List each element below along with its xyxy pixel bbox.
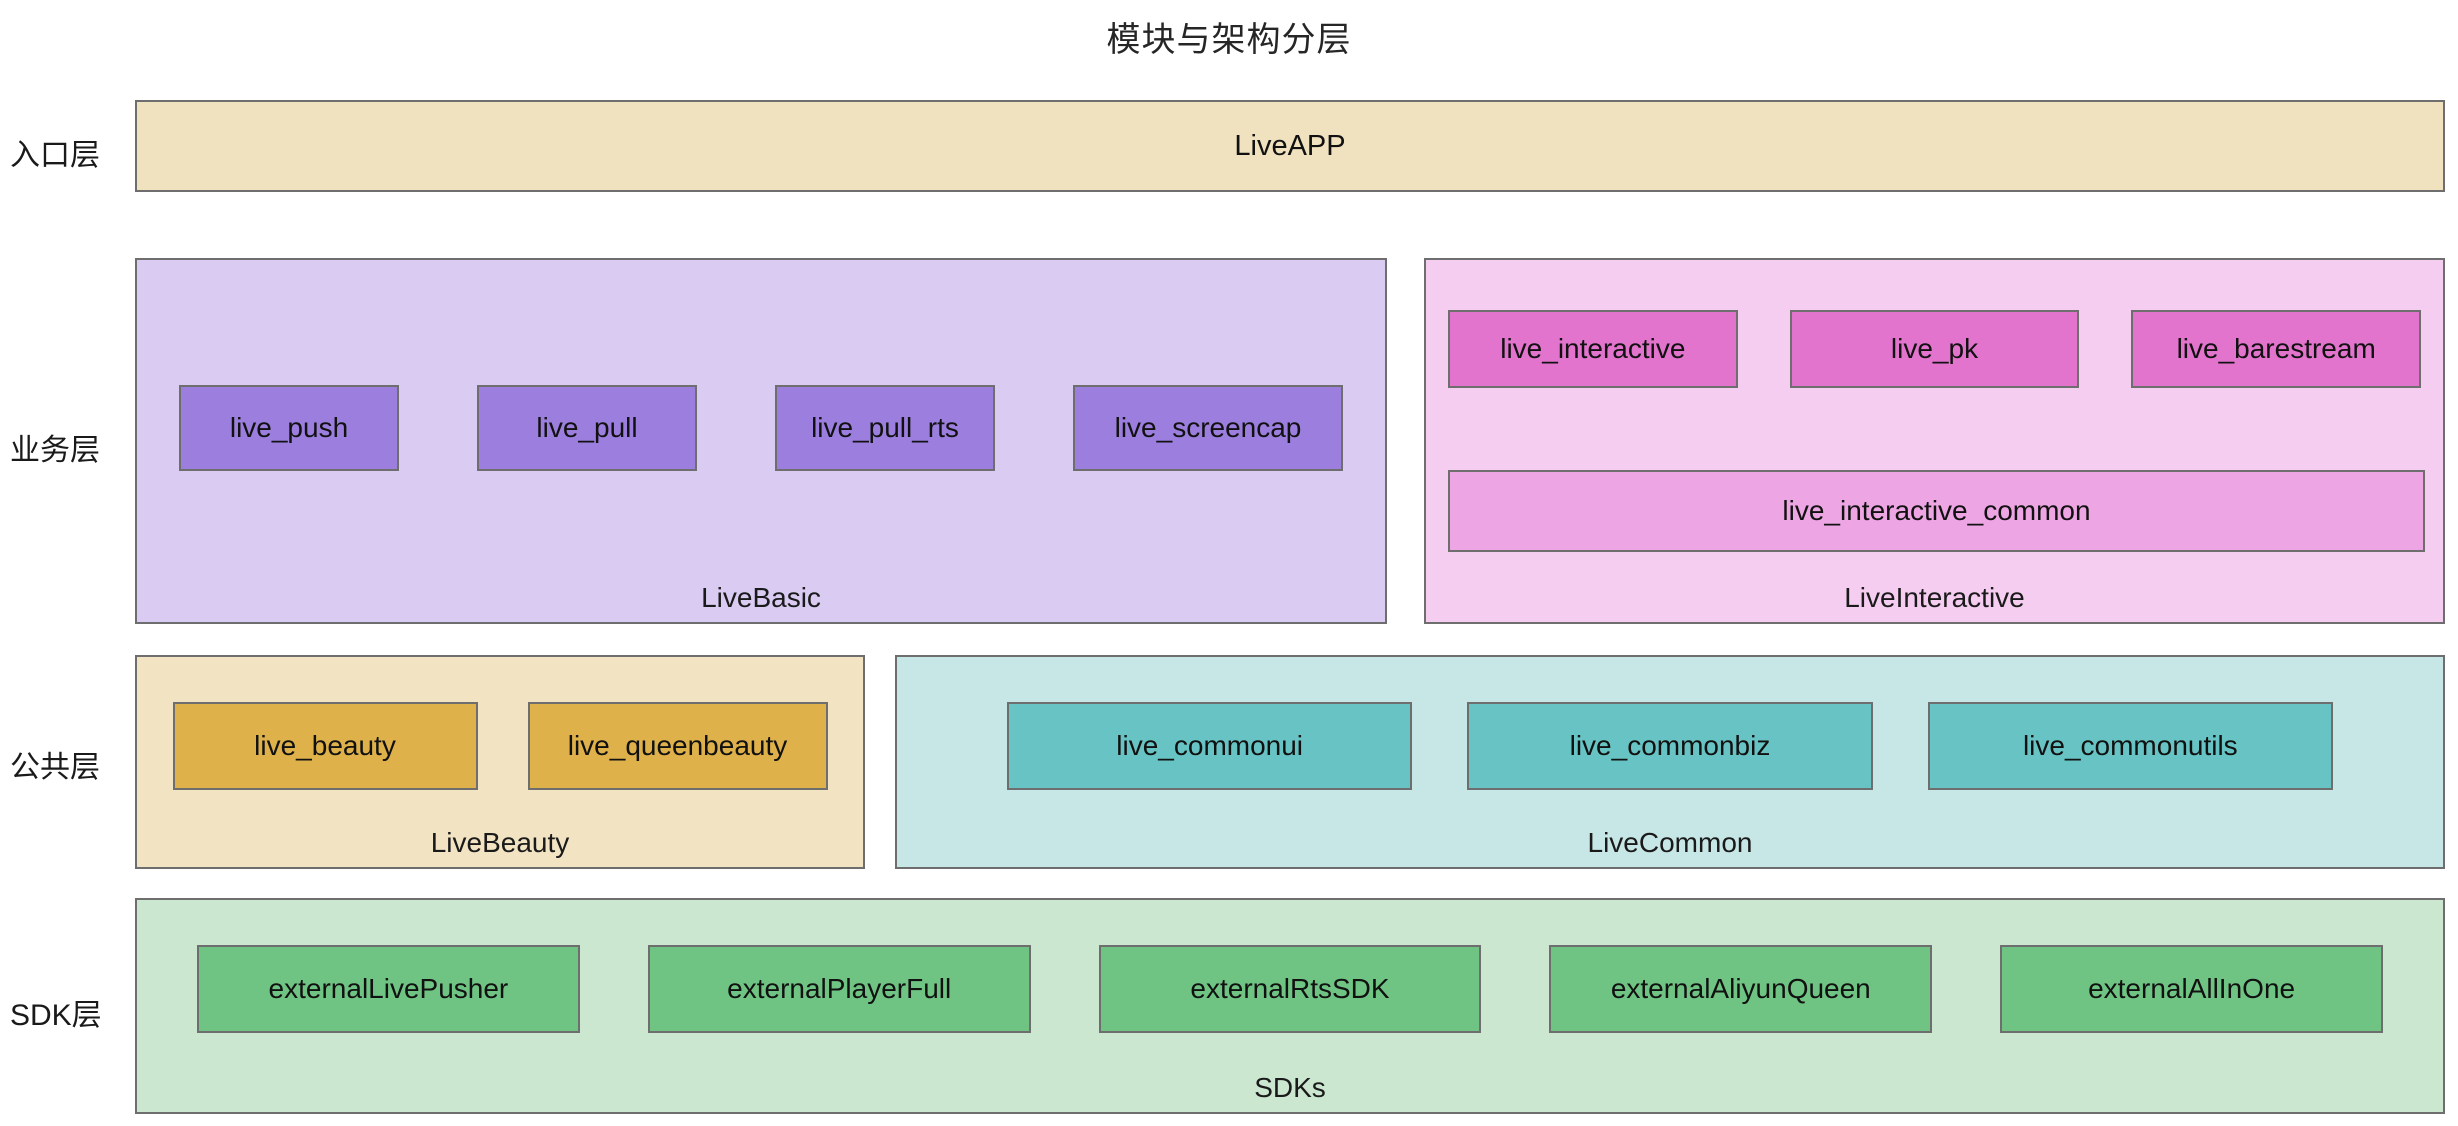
module-external-live-pusher[interactable]: externalLivePusher [197, 945, 580, 1033]
group-liveinteractive-caption: LiveInteractive [1844, 582, 2025, 613]
page-title: 模块与架构分层 [1106, 21, 1352, 59]
module-live-pull[interactable]: live_pull [477, 385, 697, 471]
group-livebasic[interactable]: live_push live_pull live_pull_rts live_s… [135, 258, 1387, 624]
module-live-barestream[interactable]: live_barestream [2131, 310, 2422, 388]
group-liveinteractive[interactable]: live_interactive live_pk live_barestream… [1424, 258, 2445, 624]
module-live-queenbeauty[interactable]: live_queenbeauty [527, 702, 828, 790]
module-live-commonui[interactable]: live_commonui [1007, 702, 1413, 790]
group-livebeauty-caption: LiveBeauty [430, 827, 570, 858]
module-live-push[interactable]: live_push [179, 385, 399, 471]
module-live-pull-rts[interactable]: live_pull_rts [775, 385, 995, 471]
module-live-commonutils[interactable]: live_commonutils [1927, 702, 2333, 790]
module-live-interactive-common[interactable]: live_interactive_common [1448, 470, 2425, 552]
livebasic-module-list: live_push live_pull live_pull_rts live_s… [137, 385, 1385, 471]
module-external-all-in-one[interactable]: externalAllInOne [2000, 945, 2383, 1033]
layer-label-business: 业务层 [10, 434, 100, 467]
livebeauty-module-list: live_beauty live_queenbeauty [137, 702, 863, 790]
layer-label-entry: 入口层 [10, 139, 100, 172]
module-live-beauty[interactable]: live_beauty [172, 702, 478, 790]
group-liveapp[interactable]: LiveAPP [135, 100, 2445, 192]
layer-label-public: 公共层 [10, 751, 100, 784]
group-livebeauty[interactable]: live_beauty live_queenbeauty LiveBeauty [135, 655, 865, 869]
module-live-screencap[interactable]: live_screencap [1073, 385, 1343, 471]
group-livebasic-caption: LiveBasic [701, 582, 821, 613]
layer-label-sdk: SDK层 [10, 999, 102, 1032]
module-external-aliyun-queen[interactable]: externalAliyunQueen [1549, 945, 1933, 1033]
group-sdks-caption: SDKs [1254, 1072, 1326, 1103]
module-external-rts-sdk[interactable]: externalRtsSDK [1098, 945, 1482, 1033]
group-sdks[interactable]: externalLivePusher externalPlayerFull ex… [135, 898, 2445, 1114]
module-external-player-full[interactable]: externalPlayerFull [647, 945, 1031, 1033]
module-live-pk[interactable]: live_pk [1789, 310, 2080, 388]
liveinteractive-module-list: live_interactive live_pk live_barestream [1426, 310, 2443, 388]
module-live-commonbiz[interactable]: live_commonbiz [1467, 702, 1873, 790]
module-live-interactive[interactable]: live_interactive [1448, 310, 1738, 388]
sdks-module-list: externalLivePusher externalPlayerFull ex… [137, 945, 2443, 1033]
group-livecommon[interactable]: live_commonui live_commonbiz live_common… [895, 655, 2445, 869]
group-liveapp-label: LiveAPP [1234, 129, 1346, 162]
group-livecommon-caption: LiveCommon [1587, 827, 1753, 858]
livecommon-module-list: live_commonui live_commonbiz live_common… [897, 702, 2443, 790]
